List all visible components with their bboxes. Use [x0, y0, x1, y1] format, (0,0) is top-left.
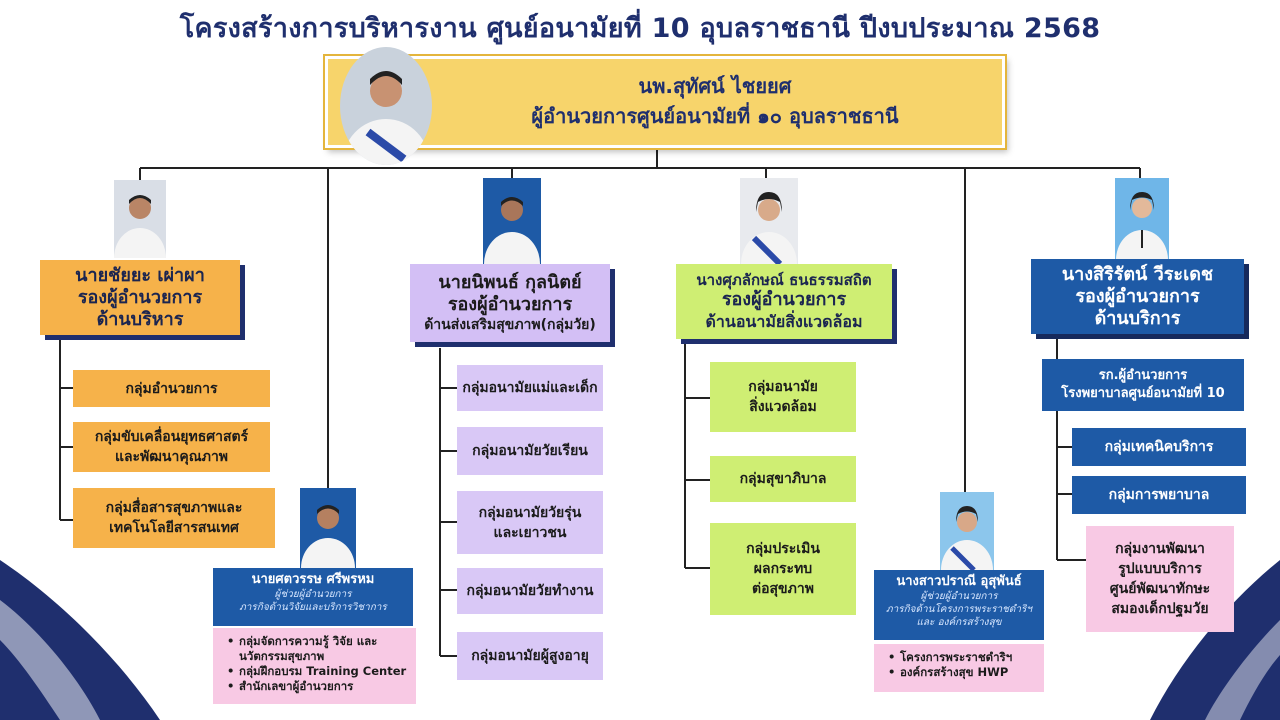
assistant-1-item: กลุ่มจัดการความรู้ วิจัย และ นวัตกรรมสุข…: [227, 634, 410, 664]
group-promo-1: กลุ่มอนามัยแม่และเด็ก: [457, 365, 603, 411]
assistant-2-item: องค์กรสร้างสุข HWP: [888, 665, 1038, 680]
group-env-1: กลุ่มอนามัย สิ่งแวดล้อม: [710, 362, 856, 432]
assistant-2-photo: [940, 492, 994, 570]
deputy-1-role: รองผู้อำนวยการ: [77, 286, 203, 308]
director-position: ผู้อำนวยการศูนย์อนามัยที่ ๑๐ อุบลราชธานี: [531, 104, 899, 128]
deputy-3-box: นางศุภลักษณ์ ธนธรรมสถิต รองผู้อำนวยการ ด…: [676, 264, 892, 339]
assistant-2-header: นางสาวปราณี อุสุพันธ์ ผู้ช่วยผู้อำนวยการ…: [874, 570, 1044, 640]
deputy-4-photo: [1115, 178, 1169, 260]
assistant-1-items: กลุ่มจัดการความรู้ วิจัย และ นวัตกรรมสุข…: [213, 628, 416, 704]
deputy-1-name: นายชัยยะ เผ่าผา: [75, 264, 205, 286]
deputy-1-area: ด้านบริหาร: [96, 308, 184, 330]
page-title: โครงสร้างการบริหารงาน ศูนย์อนามัยที่ 10 …: [179, 13, 1101, 44]
assistant-1-item: สำนักเลขาผู้อำนวยการ: [227, 679, 410, 694]
deputy-2-box: นายนิพนธ์ กุลนิตย์ รองผู้อำนวยการ ด้านส่…: [410, 264, 610, 342]
assistant-1-photo: [300, 488, 356, 568]
assistant-2-items: โครงการพระราชดำริฯ องค์กรสร้างสุข HWP: [874, 644, 1044, 692]
group-admin-1: กลุ่มอำนวยการ: [73, 370, 270, 407]
group-service-1: กลุ่มเทคนิคบริการ: [1072, 428, 1246, 466]
group-admin-3: กลุ่มสื่อสารสุขภาพและ เทคโนโลยีสารสนเทศ: [73, 488, 275, 548]
assistant-2-mission: ภารกิจด้านโครงการพระราชดำริฯ และ องค์กรส…: [886, 604, 1032, 628]
assistant-1-title: ผู้ช่วยผู้อำนวยการ: [274, 589, 352, 600]
acting-line-2: โรงพยาบาลศูนย์อนามัยที่ 10: [1061, 386, 1225, 401]
deputy-1-box: นายชัยยะ เผ่าผา รองผู้อำนวยการ ด้านบริหา…: [40, 260, 240, 335]
assistant-2-item: โครงการพระราชดำริฯ: [888, 650, 1038, 665]
group-service-2: กลุ่มการพยาบาล: [1072, 476, 1246, 514]
deputy-3-photo: [740, 178, 798, 264]
group-promo-3: กลุ่มอนามัยวัยรุ่น และเยาวชน: [457, 491, 603, 554]
deputy-1-photo: [114, 180, 166, 258]
director-box: นพ.สุทัศน์ ไชยยศ ผู้อำนวยการศูนย์อนามัยท…: [325, 56, 1005, 148]
group-promo-4: กลุ่มอนามัยวัยทำงาน: [457, 568, 603, 614]
group-env-3: กลุ่มประเมิน ผลกระทบ ต่อสุขภาพ: [710, 523, 856, 615]
deputy-2-photo: [483, 178, 541, 264]
deputy-4-box: นางสิริรัตน์ วีระเดช รองผู้อำนวยการ ด้าน…: [1031, 259, 1244, 334]
group-env-2: กลุ่มสุขาภิบาล: [710, 456, 856, 502]
group-promo-5: กลุ่มอนามัยผู้สูงอายุ: [457, 632, 603, 680]
assistant-1-header: นายศตวรรษ ศรีพรหม ผู้ช่วยผู้อำนวยการ ภาร…: [213, 568, 413, 626]
acting-director-hospital: รก.ผู้อำนวยการ โรงพยาบาลศูนย์อนามัยที่ 1…: [1042, 359, 1244, 411]
assistant-1-name: นายศตวรรษ ศรีพรหม: [251, 572, 375, 587]
group-admin-2: กลุ่มขับเคลื่อนยุทธศาสตร์ และพัฒนาคุณภาพ: [73, 422, 270, 472]
acting-line-1: รก.ผู้อำนวยการ: [1098, 368, 1188, 383]
director-photo: [340, 47, 432, 165]
deputy-4-name: นางสิริรัตน์ วีระเดช: [1061, 263, 1214, 285]
assistant-2-name: นางสาวปราณี อุสุพันธ์: [896, 574, 1022, 589]
deputy-4-area: ด้านบริการ: [1094, 307, 1181, 329]
deputy-4-role: รองผู้อำนวยการ: [1075, 285, 1200, 307]
assistant-2-title: ผู้ช่วยผู้อำนวยการ: [920, 591, 998, 602]
deputy-3-role: รองผู้อำนวยการ: [721, 288, 847, 310]
deputy-3-name: นางศุภลักษณ์ ธนธรรมสถิต: [696, 270, 872, 289]
deputy-2-role: รองผู้อำนวยการ: [447, 294, 573, 315]
group-promo-2: กลุ่มอนามัยวัยเรียน: [457, 427, 603, 475]
group-service-3: กลุ่มงานพัฒนา รูปแบบบริการ ศูนย์พัฒนาทัก…: [1086, 526, 1234, 632]
deputy-3-area: ด้านอนามัยสิ่งแวดล้อม: [705, 311, 863, 331]
deputy-2-name: นายนิพนธ์ กุลนิตย์: [438, 272, 582, 293]
assistant-1-mission: ภารกิจด้านวิจัยและบริการวิชาการ: [239, 602, 387, 613]
assistant-1-item: กลุ่มฝึกอบรม Training Center: [227, 664, 410, 679]
director-name: นพ.สุทัศน์ ไชยยศ: [638, 74, 792, 98]
deputy-2-area: ด้านส่งเสริมสุขภาพ(กลุ่มวัย): [424, 317, 596, 333]
